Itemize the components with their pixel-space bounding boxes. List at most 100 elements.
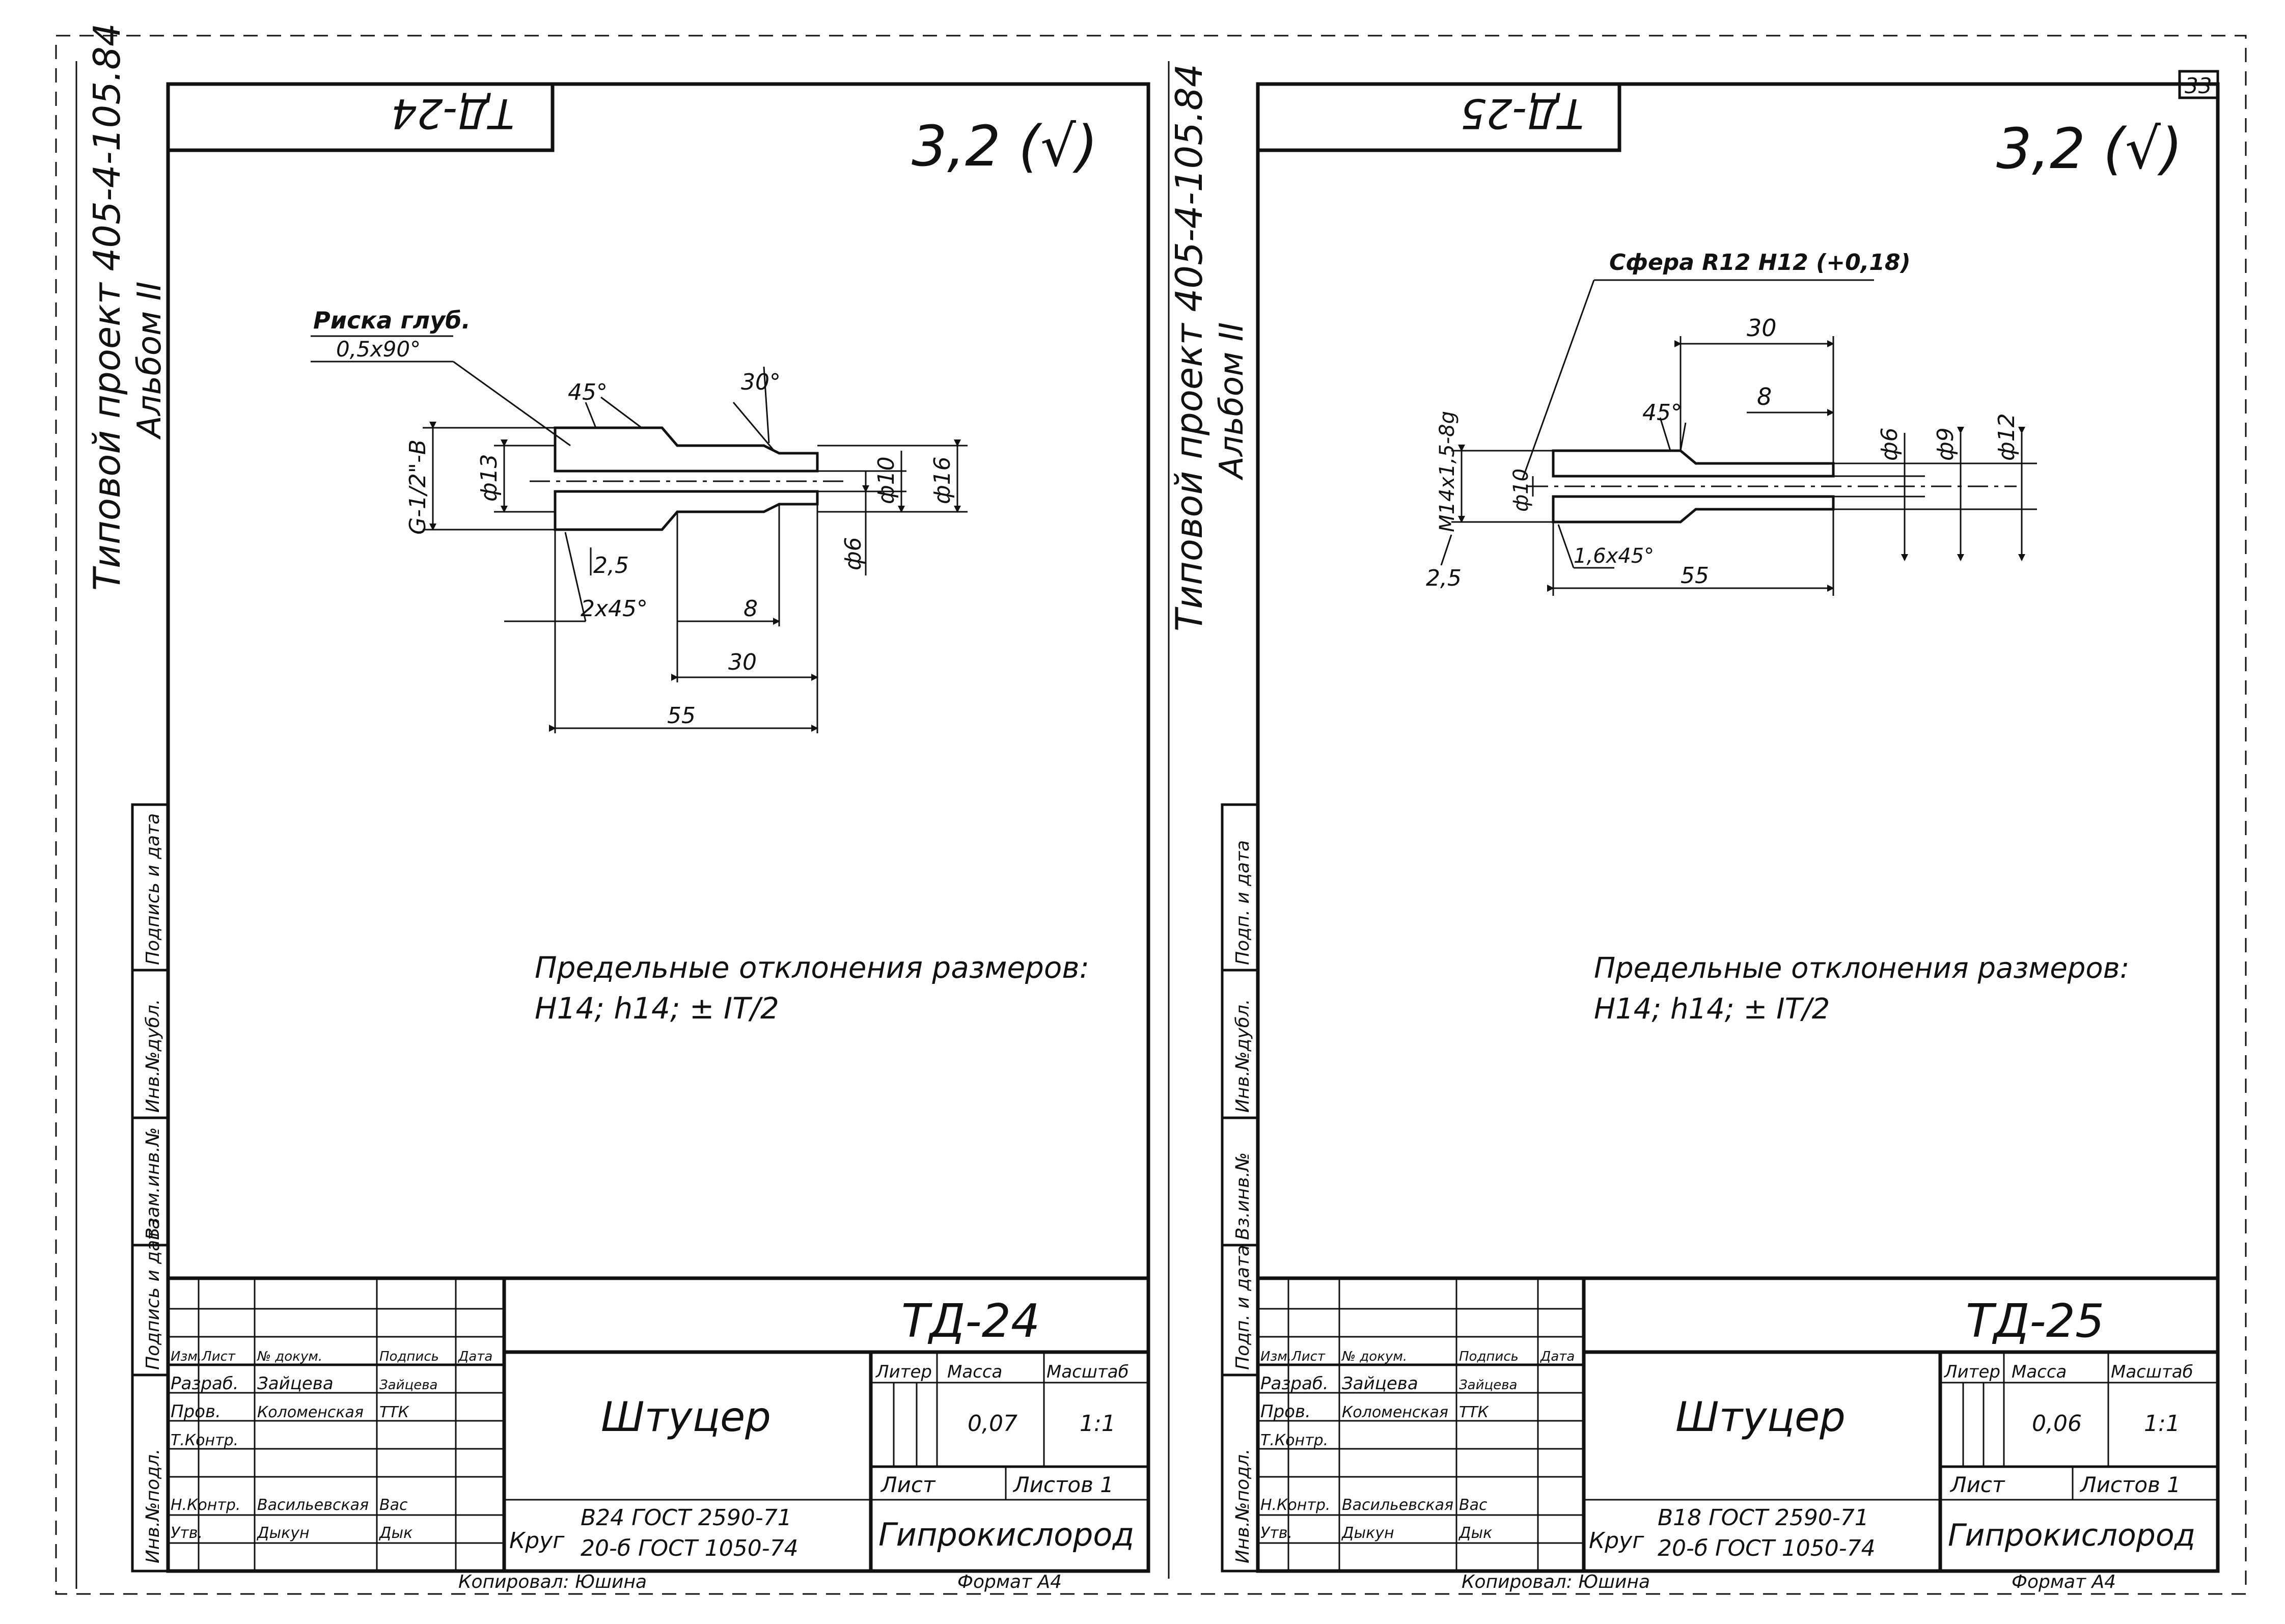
sheet1-note-45: 45° xyxy=(568,379,608,405)
sheet2-tb-code: ТД-25 xyxy=(1966,1295,2104,1348)
sheet1-note-30dim: 30 xyxy=(728,649,757,675)
sheet1-tb-row2-name: Коломенская xyxy=(257,1403,364,1421)
sheet-td-25: 33 Типовой проект 405-4-105.84 Альбом II… xyxy=(1168,64,2220,1592)
sheet2-note-45: 45° xyxy=(1642,400,1682,426)
sheet2-tb-scale-label: Масштаб xyxy=(2111,1362,2193,1382)
sheet1-stamp-2: Взам.инв.№ xyxy=(143,1127,163,1240)
sheet1-note-d13: ф13 xyxy=(476,454,502,502)
sheet1-tb-name: Штуцер xyxy=(601,1393,771,1441)
sheet1-side-project: Типовой проект 405-4-105.84 xyxy=(86,23,128,591)
sheet1-tb-scale: 1:1 xyxy=(1080,1411,1116,1437)
sheet1-stamp-3: Инв.№дубл. xyxy=(143,999,163,1113)
sheet1-side-stamps: Инв.№подл. Подпись и дата Взам.инв.№ Инв… xyxy=(131,803,170,1573)
sheet1-deviation-title: Предельные отклонения размеров: xyxy=(535,950,1089,985)
sheet1-deviation-values: H14; h14; ± IT/2 xyxy=(535,991,779,1026)
sheet1-tb-row2-sign: ТТК xyxy=(379,1403,410,1421)
sheet1-tb-lit-label: Литер xyxy=(875,1362,932,1382)
sheet2-note-d12: ф12 xyxy=(1994,413,2020,461)
sheet1-top-code: ТД-24 xyxy=(391,90,514,137)
sheet1-tb-mass: 0,07 xyxy=(968,1411,1017,1437)
sheet2-note-thread: M14x1,5-8g xyxy=(1436,411,1459,532)
sheet1-tb-code: ТД-24 xyxy=(901,1295,1040,1348)
sheet-number: 33 xyxy=(2185,73,2212,98)
sheet2-tb-name: Штуцер xyxy=(1675,1393,1846,1441)
sheet2-note-55: 55 xyxy=(1681,563,1709,589)
sheet2-note-d6: ф6 xyxy=(1877,427,1903,461)
sheet2-note-30: 30 xyxy=(1747,314,1777,342)
sheet2-tb-material-prefix: Круг xyxy=(1589,1528,1644,1554)
sheet1-tb-row3-role: Т.Контр. xyxy=(171,1432,238,1449)
sheet2-top-code: ТД-25 xyxy=(1461,90,1584,137)
sheet2-deviation-title: Предельные отклонения размеров: xyxy=(1594,952,2130,985)
sheet2-side-stamps: Инв.№подл. Подп. и дата Вз.инв.№ Инв.№ду… xyxy=(1221,803,1259,1573)
sheet1-top-code-box xyxy=(166,82,555,152)
sheet2-tb-row3-role: Т.Контр. xyxy=(1260,1432,1328,1449)
sheet2-copied: Копировал: Юшина xyxy=(1462,1572,1650,1592)
sheet1-copied: Копировал: Юшина xyxy=(458,1572,647,1592)
sheet1-tb-row4-role: Н.Контр. xyxy=(171,1496,240,1514)
sheet2-tb-row2-name: Коломенская xyxy=(1342,1403,1448,1421)
sheet2-tb-row0-date: Дата xyxy=(1540,1349,1575,1364)
sheet2-note-d9: ф9 xyxy=(1933,427,1959,461)
sheet1-tb-row1-name: Зайцева xyxy=(257,1373,334,1394)
sheet2-tb-row5-role: Утв. xyxy=(1260,1524,1292,1542)
sheet2-tb-row4-name: Васильевская xyxy=(1342,1496,1453,1514)
sheet1-tb-row1-sign: Зайцева xyxy=(379,1378,437,1393)
sheet1-tb-row5-name: Дыкун xyxy=(256,1524,310,1542)
sheet1-note-d10: ф10 xyxy=(873,456,899,504)
sheet2-frame xyxy=(1256,82,2220,1573)
sheet2-deviation-values: H14; h14; ± IT/2 xyxy=(1594,993,1830,1026)
sheet1-tb-material-prefix: Круг xyxy=(509,1528,565,1554)
sheet1-tb-row0-name: № докум. xyxy=(256,1349,322,1364)
sheet1-part-drawing xyxy=(311,335,968,733)
sheet2-tb-sheets: Листов 1 xyxy=(2079,1472,2181,1497)
sheet2-tb-row4-role: Н.Контр. xyxy=(1260,1496,1330,1514)
sheet2-tb-org: Гипрокислород xyxy=(1948,1518,2195,1553)
sheet1-stamp-1: Подпись и дата xyxy=(143,1218,163,1370)
sheet1-tb-sheets: Листов 1 xyxy=(1012,1472,1114,1497)
sheet1-side-album: Альбом II xyxy=(131,282,169,440)
sheet1-tb-row0-sign: Подпись xyxy=(379,1349,439,1364)
sheet2-note-sphere: Сфера R12 H12 (+0,18) xyxy=(1609,250,1911,276)
sheet1-tb-row4-sign: Вас xyxy=(379,1496,408,1514)
sheet2-tb-mass: 0,06 xyxy=(2032,1411,2082,1437)
sheet2-tb-row4-sign: Вас xyxy=(1459,1496,1488,1514)
sheet2-roughness: 3,2 (√) xyxy=(1996,116,2183,181)
sheet2-top-code-box xyxy=(1256,82,1621,152)
sheet2-note-chamfer: 1,6x45° xyxy=(1574,544,1654,568)
sheet2-stamp-2: Вз.инв.№ xyxy=(1232,1152,1253,1240)
sheet2-tb-material-2: 20-б ГОСТ 1050-74 xyxy=(1658,1535,1876,1561)
sheet2-stamp-4: Подп. и дата xyxy=(1232,840,1253,965)
sheet2-note-8: 8 xyxy=(1757,383,1772,410)
sheet1-note-55: 55 xyxy=(667,703,696,729)
sheet2-format: Формат А4 xyxy=(2012,1572,2116,1592)
sheet1-tb-row2-role: Пров. xyxy=(171,1401,221,1422)
sheet2-stamp-1: Подп. и дата xyxy=(1232,1245,1253,1370)
sheet2-tb-row2-role: Пров. xyxy=(1260,1401,1311,1422)
sheet2-tb-row0-sign: Подпись xyxy=(1459,1349,1519,1364)
sheet1-tb-row5-sign: Дык xyxy=(378,1524,412,1542)
sheet2-tb-scale: 1:1 xyxy=(2144,1411,2180,1437)
sheet1-stamp-0: Инв.№подл. xyxy=(143,1449,163,1563)
sheet1-tb-sheet: Лист xyxy=(880,1472,936,1497)
sheet1-format: Формат А4 xyxy=(957,1572,1062,1592)
sheet1-note-riska-2: 0,5x90° xyxy=(336,337,421,362)
sheet2-stamp-3: Инв.№дубл. xyxy=(1232,999,1253,1113)
sheet-td-24: Типовой проект 405-4-105.84 Альбом II Ин… xyxy=(75,23,1150,1592)
sheet1-note-r25: 2,5 xyxy=(593,553,629,579)
sheet1-stamp-4: Подпись и дата xyxy=(143,813,163,965)
sheet2-tb-sheet: Лист xyxy=(1949,1472,2005,1497)
sheet2-tb-row1-sign: Зайцева xyxy=(1459,1378,1517,1393)
sheet1-note-8: 8 xyxy=(744,596,758,622)
sheet2-tb-row0-role: Изм.Лист xyxy=(1260,1349,1326,1364)
sheet1-tb-row0-date: Дата xyxy=(458,1349,492,1364)
sheet2-title-block xyxy=(1256,1276,2220,1573)
sheet1-tb-scale-label: Масштаб xyxy=(1047,1362,1129,1382)
sheet1-tb-material-2: 20-б ГОСТ 1050-74 xyxy=(581,1535,799,1561)
sheet2-tb-material-1: В18 ГОСТ 2590-71 xyxy=(1658,1505,1869,1531)
sheet2-tb-row1-role: Разраб. xyxy=(1260,1373,1329,1394)
sheet2-note-r25: 2,5 xyxy=(1426,565,1462,591)
sheet2-tb-row1-name: Зайцева xyxy=(1342,1373,1418,1394)
sheet1-note-30: 30° xyxy=(741,369,781,395)
sheet2-tb-row5-name: Дыкун xyxy=(1341,1524,1394,1542)
